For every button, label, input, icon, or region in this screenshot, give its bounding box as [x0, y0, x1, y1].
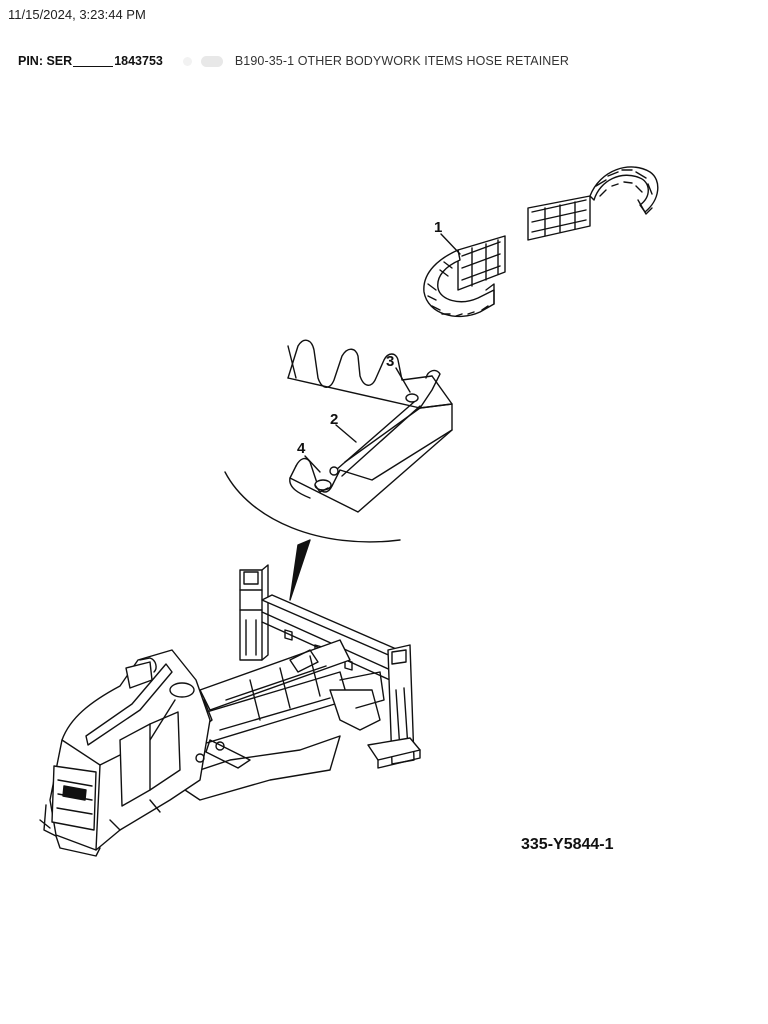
- pin-blank-line: [73, 56, 114, 67]
- toggle-knob: [182, 57, 192, 66]
- parts-diagram: 1 2 3 4: [39, 166, 659, 857]
- callout-4: 4: [297, 440, 306, 457]
- pin-number: 1843753: [114, 54, 163, 68]
- toggle-switch[interactable]: [181, 54, 225, 68]
- machine-chassis: [39, 564, 421, 857]
- callout-3-leader: [395, 367, 411, 393]
- page-header: PIN: SER 1843753 B190-35-1 OTHER BODYWOR…: [18, 54, 569, 68]
- toggle-track: [200, 56, 223, 67]
- page-title: B190-35-1 OTHER BODYWORK ITEMS HOSE RETA…: [234, 54, 569, 68]
- detail-view: [224, 339, 453, 543]
- hose-chain-left: [423, 235, 506, 318]
- figure-id: 335-Y5844-1: [521, 836, 614, 853]
- callout-2: 2: [330, 411, 338, 428]
- callout-1-leader: [440, 233, 461, 255]
- callout-4-leader: [304, 455, 321, 473]
- pin-label: PIN: SER: [18, 54, 73, 68]
- timestamp: 11/15/2024, 3:23:44 PM: [8, 7, 146, 22]
- callout-1: 1: [434, 219, 442, 236]
- callout-3: 3: [386, 353, 394, 370]
- hose-chain-right: [527, 166, 659, 241]
- callout-2-leader: [335, 424, 357, 443]
